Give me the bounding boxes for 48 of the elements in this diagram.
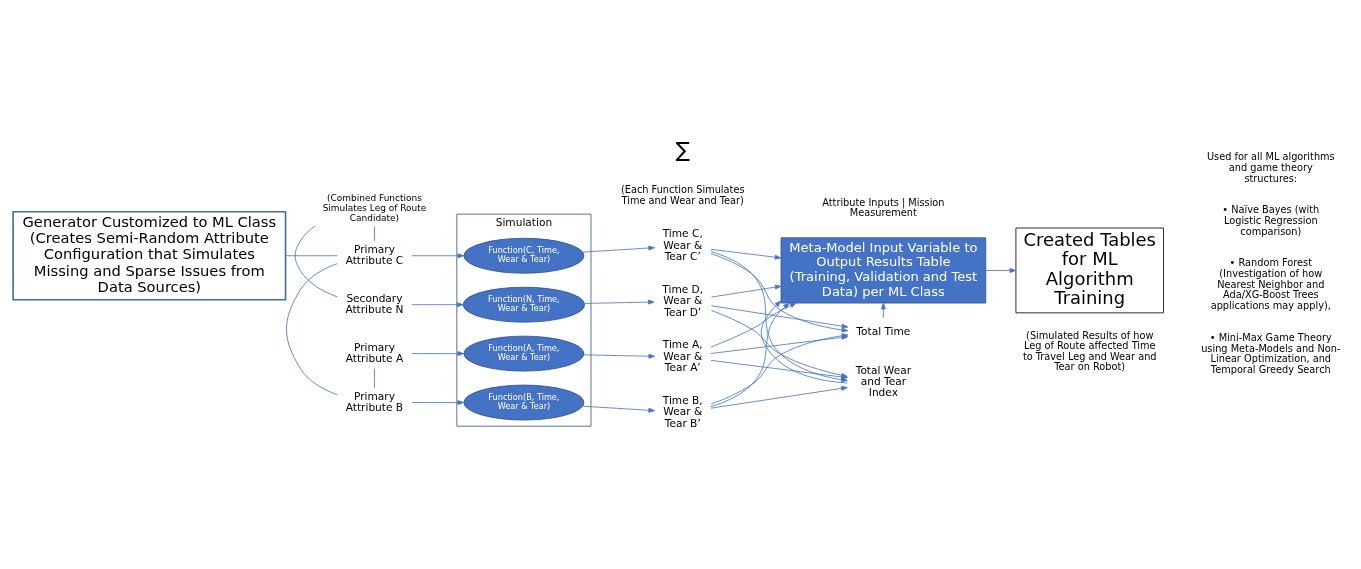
arrow [711, 305, 849, 329]
label: ∑ [675, 136, 690, 162]
node-box: Meta-Model Input Variable to Output Results Table (Training, Validation and Test Data) per ML Class [780, 237, 987, 304]
arrow [582, 245, 655, 253]
arrow [880, 302, 886, 319]
connector [286, 263, 338, 396]
node-text: Secondary Attribute N [345, 291, 404, 316]
arrow [411, 253, 465, 259]
node-ellipse: Function(N, Time, Wear & Tear) [462, 286, 586, 323]
node-ellipse: Function(B, Time, Wear & Tear) [463, 384, 585, 421]
arrow [411, 302, 464, 308]
node-box: Generator Customized to ML Class (Creates Semi-Random Attribute Configuration that Simulates Missing and Sparse Issues from Data Sources) [12, 210, 287, 301]
node-text: (Combined Functions Simulates Leg of Route Candidate) [322, 192, 427, 223]
label: Used for all ML algorithms and game theory structures: [1206, 151, 1335, 184]
label: (Simulated Results of how Leg of Route affected Time to Travel Leg and Wear and Tear on Robot) [1022, 329, 1157, 373]
label: (Each Function Simulates Time and Wear and Tear) [620, 184, 745, 207]
node-text: Time B, Wear & Tear B’ [662, 393, 703, 429]
arrow [710, 385, 848, 409]
node-text: Primary Attribute A [345, 340, 404, 365]
arrow [411, 351, 465, 357]
node-text: Total Time [856, 325, 911, 338]
connector [374, 226, 375, 242]
node-text: Primary Attribute B [345, 389, 404, 414]
connector [294, 225, 338, 298]
arrow [583, 353, 655, 359]
arrow [582, 405, 655, 413]
arrow [583, 299, 655, 305]
arrow [710, 302, 790, 408]
node-ellipse: Function(A, Time, Wear & Tear) [463, 335, 585, 372]
arrow [710, 248, 782, 260]
label: Attribute Inputs | Mission Measurement [822, 196, 945, 219]
node-text: Time A, Wear & Tear A’ [662, 338, 703, 374]
node-text: Time D, Wear & Tear D’ [662, 282, 704, 318]
arrow [710, 302, 797, 348]
node-box: Created Tables for ML Algorithm Training [1015, 227, 1164, 314]
connector [285, 255, 338, 257]
node-ellipse: Function(C, Time, Wear & Tear) [463, 237, 585, 274]
arrow [710, 253, 849, 333]
node-text: Total Wear and Tear Index [855, 363, 912, 399]
arrow [985, 268, 1017, 273]
arrow [711, 284, 782, 298]
connector [374, 368, 375, 389]
node-text: Primary Attribute C [345, 242, 404, 267]
arrow [411, 400, 465, 405]
node-text: Time C, Wear & Tear C’ [662, 227, 703, 263]
label: • Naïve Bayes (with Logistic Regression comparison) [1222, 204, 1320, 237]
label: • Random Forest (Investigation of how Nearest Neighbor and Ada/XG-Boost Trees applications may apply), [1210, 257, 1331, 311]
label: • Mini-Max Game Theory using Meta-Models and Non-Linear Optimization, and Temporal Greedy Search [1201, 332, 1341, 375]
